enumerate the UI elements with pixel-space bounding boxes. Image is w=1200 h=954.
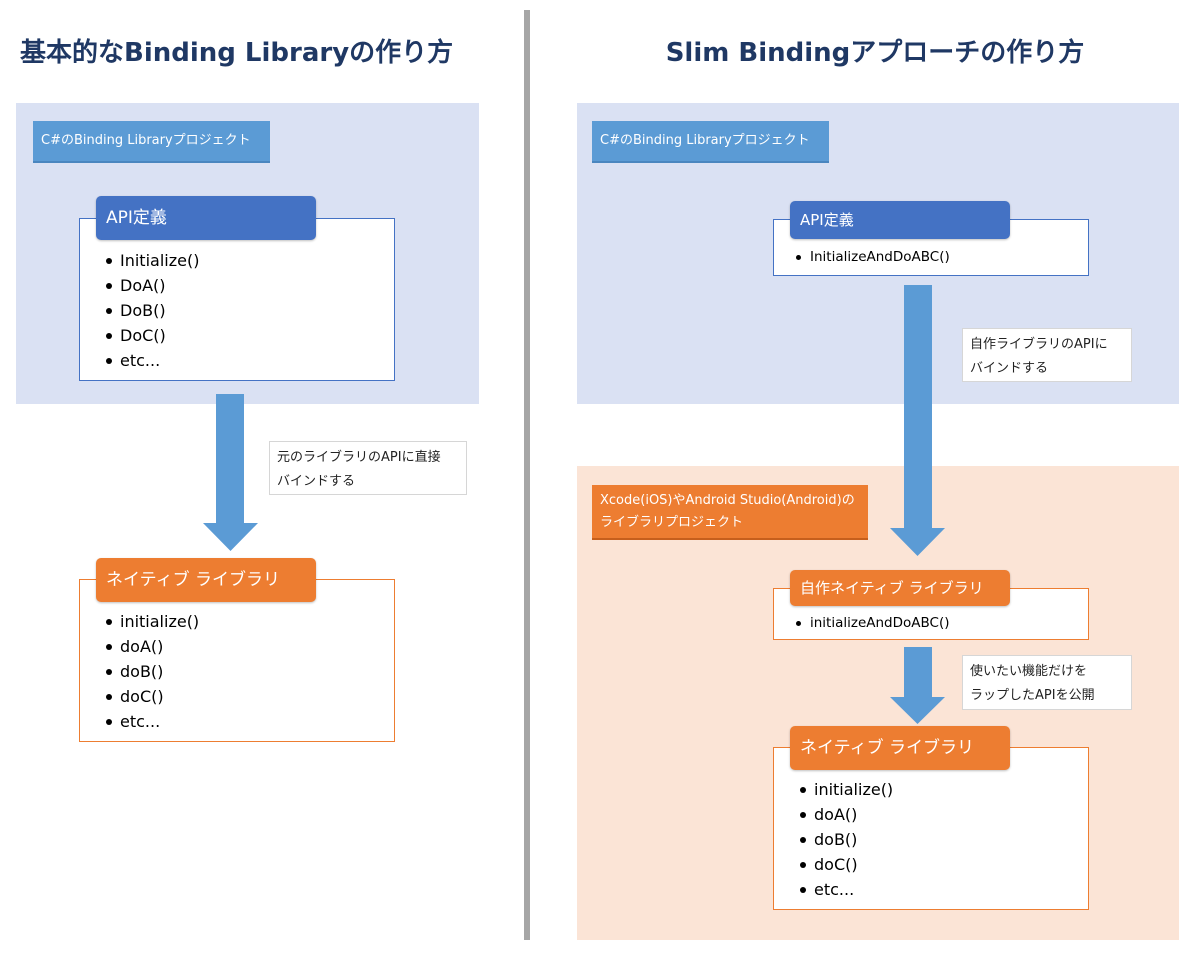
list-item: doB() bbox=[105, 659, 199, 684]
left-down-arrow bbox=[203, 394, 258, 551]
right-wrap-note: 使いたい機能だけを ラップしたAPIを公開 bbox=[962, 655, 1132, 710]
left-api-definition-box: Initialize() DoA() DoB() DoC() etc... bbox=[79, 218, 395, 381]
right-short-down-arrow bbox=[890, 647, 945, 724]
right-bind-note: 自作ライブラリのAPIに バインドする bbox=[962, 328, 1132, 382]
list-item: Initialize() bbox=[105, 248, 199, 273]
left-bind-note: 元のライブラリのAPIに直接 バインドする bbox=[269, 441, 467, 495]
list-item: DoA() bbox=[105, 273, 199, 298]
list-item: doA() bbox=[105, 634, 199, 659]
right-long-down-arrow bbox=[890, 285, 945, 556]
list-item: etc... bbox=[799, 877, 893, 902]
list-item: DoC() bbox=[105, 323, 199, 348]
right-native-item-list: initialize() doA() doB() doC() etc... bbox=[799, 777, 893, 902]
list-item: InitializeAndDoABC() bbox=[796, 249, 950, 265]
list-item: doB() bbox=[799, 827, 893, 852]
right-custom-native-item-list: initializeAndDoABC() bbox=[796, 613, 950, 633]
right-native-library-header: ネイティブ ライブラリ bbox=[790, 726, 1010, 770]
right-csharp-project-label: C#のBinding Libraryプロジェクト bbox=[592, 121, 829, 163]
left-title: 基本的なBinding Libraryの作り方 bbox=[20, 38, 454, 68]
list-item: DoB() bbox=[105, 298, 199, 323]
list-item: doC() bbox=[105, 684, 199, 709]
list-item: etc... bbox=[105, 348, 199, 373]
left-native-item-list: initialize() doA() doB() doC() etc... bbox=[105, 609, 199, 734]
list-item: doA() bbox=[799, 802, 893, 827]
right-api-item-list: InitializeAndDoABC() bbox=[796, 247, 950, 267]
list-item: doC() bbox=[799, 852, 893, 877]
list-item: initialize() bbox=[799, 777, 893, 802]
right-custom-native-library-header: 自作ネイティブ ライブラリ bbox=[790, 570, 1010, 606]
center-divider bbox=[524, 10, 530, 940]
left-native-library-box: initialize() doA() doB() doC() etc... bbox=[79, 579, 395, 742]
list-item: initialize() bbox=[105, 609, 199, 634]
left-api-item-list: Initialize() DoA() DoB() DoC() etc... bbox=[105, 248, 199, 373]
left-api-definition-header: API定義 bbox=[96, 196, 316, 240]
right-native-library-box: initialize() doA() doB() doC() etc... bbox=[773, 747, 1089, 910]
list-item: etc... bbox=[105, 709, 199, 734]
right-native-project-label: Xcode(iOS)やAndroid Studio(Android)の ライブラ… bbox=[592, 485, 868, 540]
right-api-definition-header: API定義 bbox=[790, 201, 1010, 239]
list-item: initializeAndDoABC() bbox=[796, 615, 950, 631]
left-native-library-header: ネイティブ ライブラリ bbox=[96, 558, 316, 602]
left-csharp-project-label: C#のBinding Libraryプロジェクト bbox=[33, 121, 270, 163]
right-title: Slim Bindingアプローチの作り方 bbox=[665, 38, 1085, 68]
